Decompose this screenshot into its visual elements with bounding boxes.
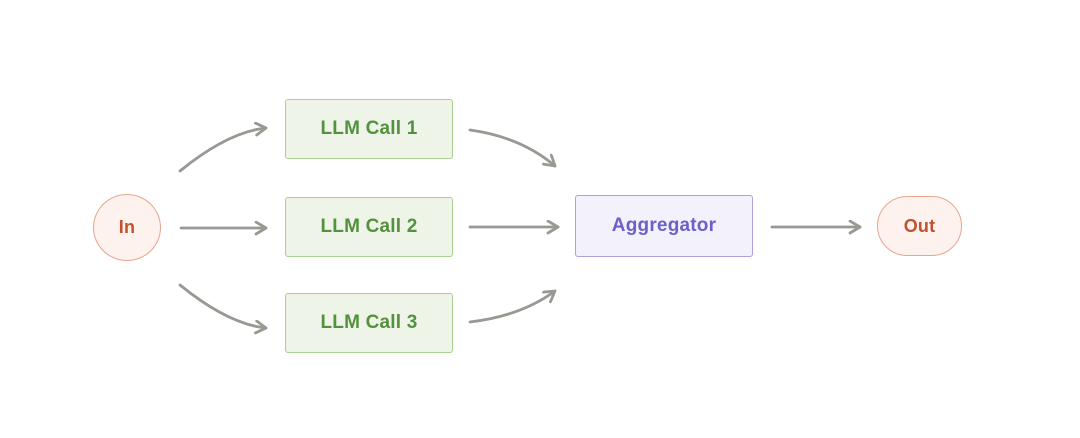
- llm-call-3-label: LLM Call 3: [320, 312, 418, 333]
- input-node-label: In: [118, 217, 136, 237]
- output-node-label: Out: [903, 215, 936, 236]
- llm-call-1-label: LLM Call 1: [320, 118, 418, 139]
- edge-in-to-llm1: [178, 128, 268, 173]
- llm-call-2-label: LLM Call 2: [320, 216, 418, 237]
- llm-call-3-node: LLM Call 3: [285, 293, 453, 353]
- llm-call-1-node: LLM Call 1: [285, 99, 453, 159]
- llm-call-2-node: LLM Call 2: [285, 197, 453, 257]
- aggregator-node-label: Aggregator: [611, 215, 717, 236]
- edge-llm3-to-aggregator: [468, 289, 557, 324]
- edge-llm1-to-aggregator: [468, 128, 557, 168]
- edge-in-to-llm3: [178, 283, 268, 328]
- output-node: Out: [877, 196, 962, 256]
- input-node: In: [93, 194, 161, 261]
- aggregator-node: Aggregator: [575, 195, 753, 257]
